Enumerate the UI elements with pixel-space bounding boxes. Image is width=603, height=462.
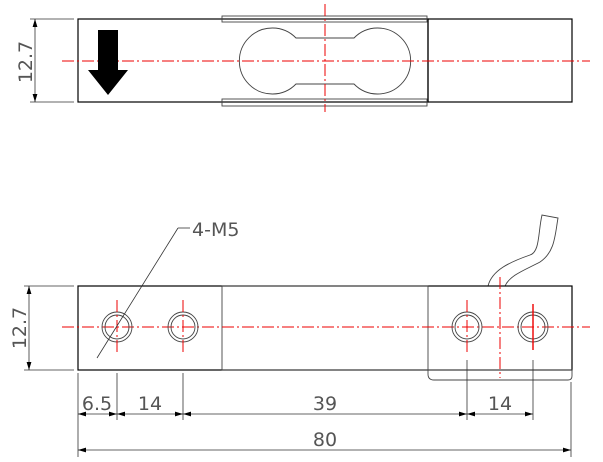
cable [487,214,559,287]
hole [451,300,483,355]
dim-14-right: 14 [488,393,512,415]
mounting-holes [101,300,549,355]
dim-80-total: 80 [313,429,337,451]
front-height-label: 12.7 [9,307,31,349]
top-height-label: 12.7 [15,41,37,83]
thread-callout: 4-M5 [192,219,239,241]
dim-39: 39 [313,393,337,415]
dumbbell-cutout [238,27,412,95]
hole [101,300,133,355]
dim-6-5: 6.5 [82,393,112,415]
bottom-strip [427,369,573,381]
dim-14-left: 14 [138,393,162,415]
hole [167,300,199,355]
front-body-outline [77,285,573,371]
leader-line [96,227,179,359]
hole [517,304,549,350]
load-direction-arrow-icon [88,30,128,95]
front-hatched-region [221,285,429,371]
top-view: 12.7 [15,4,590,112]
front-view: 4-M5 12.7 6.5 14 39 14 80 [9,214,590,457]
